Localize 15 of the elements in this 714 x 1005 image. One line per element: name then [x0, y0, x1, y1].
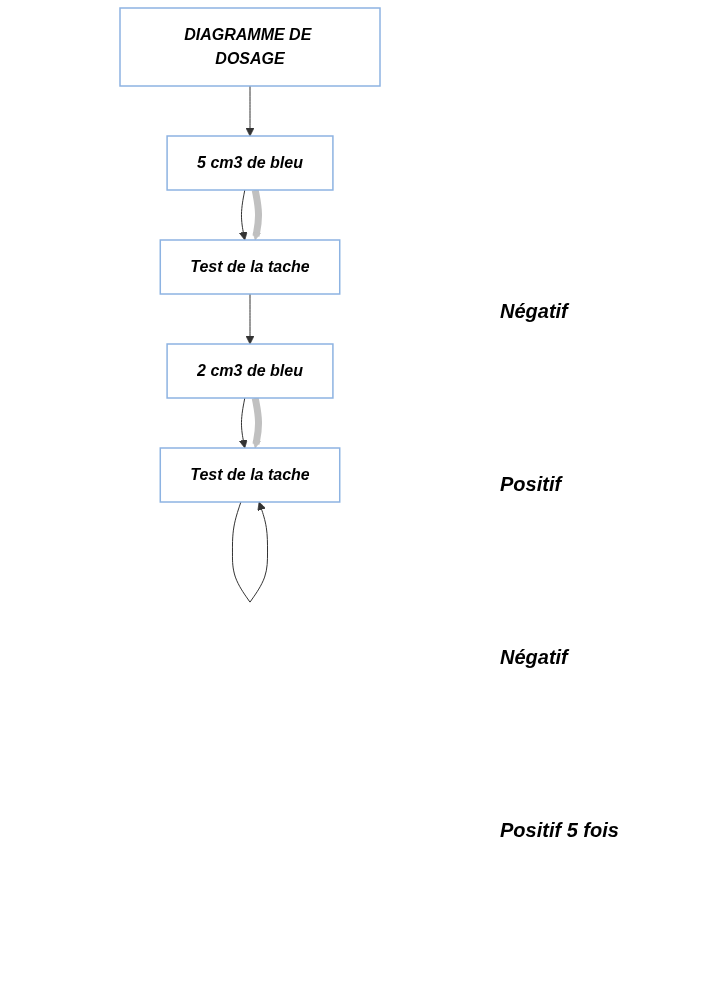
node-box: DIAGRAMME DE DOSAGE [119, 7, 381, 87]
node-box: 5 cm3 de bleu [166, 135, 334, 191]
arrow [245, 293, 255, 345]
annotation-text: Négatif [500, 300, 571, 323]
arrow [251, 189, 262, 241]
annotation-text: Positif 5 fois [500, 819, 620, 842]
arrow [238, 397, 248, 449]
node-box: Test de la tache [159, 239, 341, 295]
arrow [245, 85, 255, 137]
node-box: 2 cm3 de bleu [166, 343, 334, 399]
arrow [238, 189, 248, 241]
annotation-text: Négatif [500, 646, 571, 669]
annotation-text: Positif [500, 473, 564, 496]
node-box: Test de la tache [159, 447, 341, 503]
arrow [251, 397, 262, 449]
